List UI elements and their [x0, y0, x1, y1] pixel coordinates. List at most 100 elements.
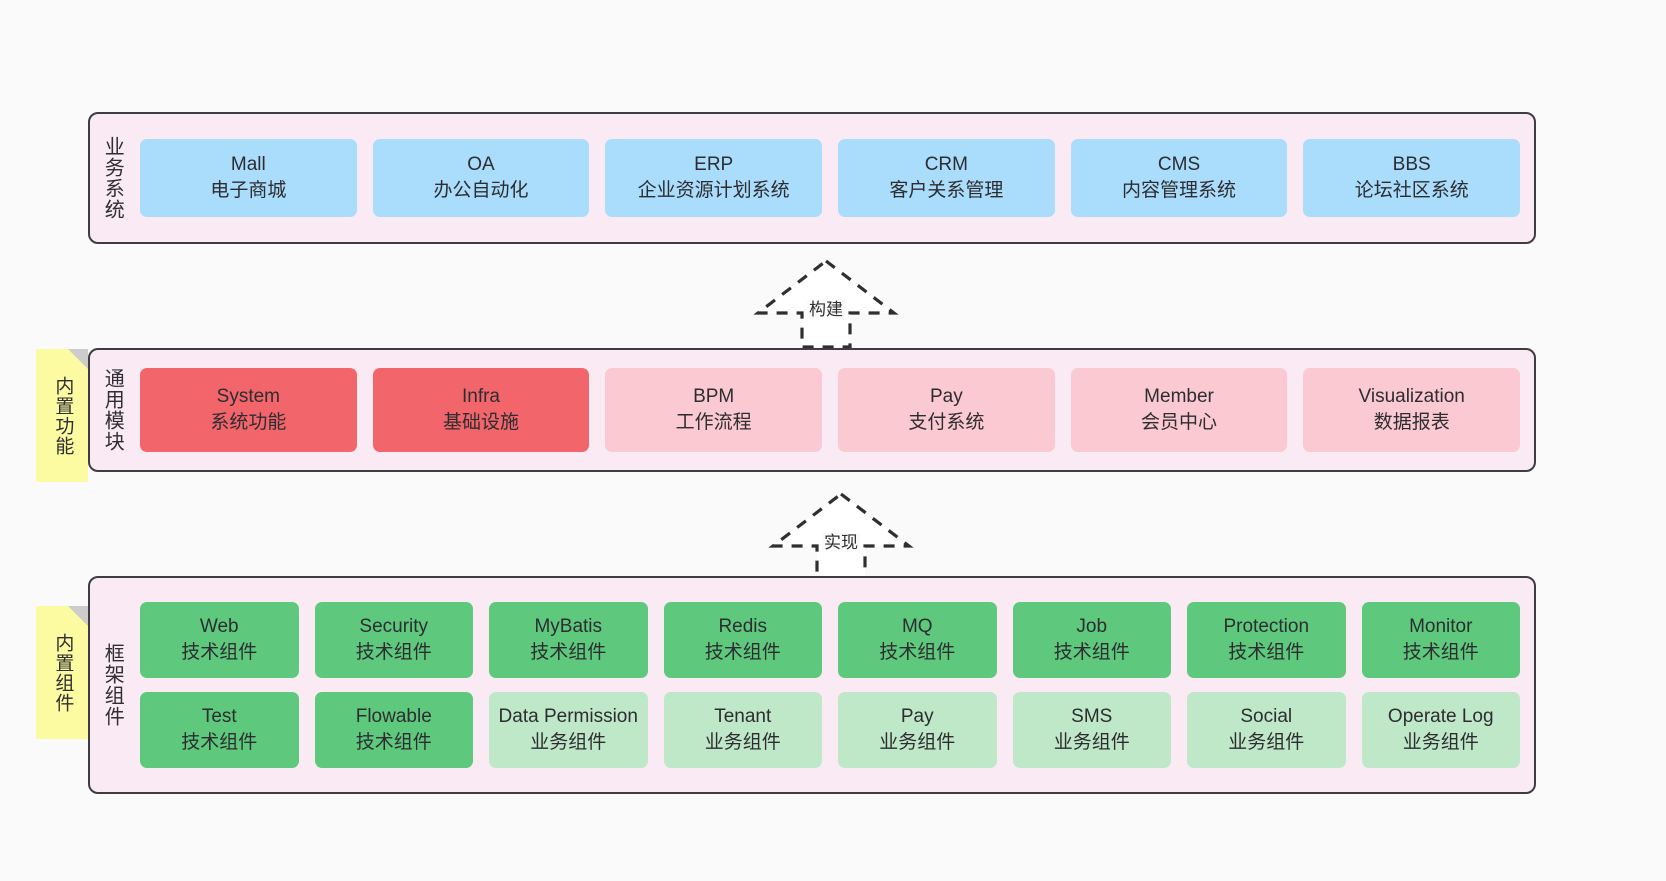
arrow-implement-label-wrap: 实现 — [761, 528, 921, 553]
card-flowable[interactable]: Flowable 技术组件 — [314, 692, 473, 768]
card-pay-module-sub: 支付系统 — [908, 412, 985, 433]
card-bbs[interactable]: BBS 论坛社区系统 — [1303, 139, 1521, 217]
sticky-note-builtin-features-label: 内置功能 — [52, 375, 74, 456]
card-protection-sub: 技术组件 — [1228, 642, 1305, 663]
card-mybatis-sub: 技术组件 — [530, 642, 607, 663]
arrow-build-label-wrap: 构建 — [746, 295, 906, 320]
card-system-sub: 系统功能 — [210, 412, 287, 433]
card-mq[interactable]: MQ 技术组件 — [838, 602, 997, 678]
card-tenant[interactable]: Tenant 业务组件 — [663, 692, 822, 768]
card-row-common-modules: System 系统功能 Infra 基础设施 BPM 工作流程 Pay 支付系统… — [140, 368, 1521, 452]
card-mybatis-name: MyBatis — [534, 616, 603, 638]
card-bpm-name: BPM — [693, 386, 735, 408]
card-crm-sub: 客户关系管理 — [889, 180, 1004, 201]
card-job-sub: 技术组件 — [1053, 642, 1130, 663]
card-social-name: Social — [1240, 706, 1293, 728]
card-redis-name: Redis — [718, 616, 768, 638]
card-pay-module-name: Pay — [929, 386, 963, 408]
card-operate-log-sub: 业务组件 — [1402, 732, 1479, 753]
card-pay-component[interactable]: Pay 业务组件 — [838, 692, 997, 768]
arrow-build: 构建 — [746, 255, 906, 351]
card-security-sub: 技术组件 — [355, 642, 432, 663]
layer-common-modules: 通用模块 System 系统功能 Infra 基础设施 BPM 工作流程 Pay — [88, 348, 1536, 472]
card-social[interactable]: Social 业务组件 — [1187, 692, 1346, 768]
card-mall-sub: 电子商城 — [210, 180, 287, 201]
card-pay-module[interactable]: Pay 支付系统 — [838, 368, 1055, 452]
card-row-business-systems: Mall 电子商城 OA 办公自动化 ERP 企业资源计划系统 CRM 客户关系… — [140, 139, 1521, 217]
layer-body-framework-components: Web 技术组件 Security 技术组件 MyBatis 技术组件 Redi… — [134, 578, 1534, 792]
card-sms-sub: 业务组件 — [1053, 732, 1130, 753]
card-erp-sub: 企业资源计划系统 — [637, 180, 790, 201]
card-cms-name: CMS — [1157, 154, 1201, 176]
card-mybatis[interactable]: MyBatis 技术组件 — [489, 602, 648, 678]
card-pay-component-name: Pay — [900, 706, 934, 728]
card-operate-log[interactable]: Operate Log 业务组件 — [1361, 692, 1520, 768]
card-infra-sub: 基础设施 — [443, 412, 520, 433]
card-sms[interactable]: SMS 业务组件 — [1012, 692, 1171, 768]
card-erp[interactable]: ERP 企业资源计划系统 — [605, 139, 823, 217]
card-data-permission-sub: 业务组件 — [530, 732, 607, 753]
arrow-build-label: 构建 — [807, 300, 845, 319]
card-protection-name: Protection — [1223, 616, 1310, 638]
card-protection[interactable]: Protection 技术组件 — [1187, 602, 1346, 678]
layer-framework-components: 框架组件 Web 技术组件 Security 技术组件 MyBatis 技术组件… — [88, 576, 1536, 794]
card-security-name: Security — [359, 616, 429, 638]
card-member-sub: 会员中心 — [1141, 412, 1218, 433]
arrow-implement-label: 实现 — [822, 533, 860, 552]
card-oa-sub: 办公自动化 — [433, 180, 529, 201]
card-system[interactable]: System 系统功能 — [140, 368, 357, 452]
card-pay-component-sub: 业务组件 — [879, 732, 956, 753]
arrow-implement: 实现 — [761, 488, 921, 584]
card-tenant-sub: 业务组件 — [704, 732, 781, 753]
card-oa[interactable]: OA 办公自动化 — [372, 139, 590, 217]
layer-title-framework-components: 框架组件 — [101, 643, 124, 727]
card-member-name: Member — [1144, 386, 1214, 408]
layer-title-business-systems: 业务系统 — [101, 136, 124, 220]
card-redis-sub: 技术组件 — [704, 642, 781, 663]
card-bbs-name: BBS — [1392, 154, 1431, 176]
sticky-note-builtin-features: 内置功能 — [36, 349, 88, 482]
card-mq-sub: 技术组件 — [879, 642, 956, 663]
card-visualization-sub: 数据报表 — [1373, 412, 1450, 433]
card-redis[interactable]: Redis 技术组件 — [663, 602, 822, 678]
card-infra[interactable]: Infra 基础设施 — [372, 368, 590, 452]
layer-body-business-systems: Mall 电子商城 OA 办公自动化 ERP 企业资源计划系统 CRM 客户关系… — [134, 114, 1534, 242]
card-web-name: Web — [199, 616, 239, 638]
card-row-tech-components: Web 技术组件 Security 技术组件 MyBatis 技术组件 Redi… — [140, 602, 1520, 678]
card-mq-name: MQ — [901, 616, 933, 638]
card-member[interactable]: Member 会员中心 — [1070, 368, 1288, 452]
card-visualization[interactable]: Visualization 数据报表 — [1303, 368, 1521, 452]
card-bbs-sub: 论坛社区系统 — [1354, 180, 1469, 201]
card-security[interactable]: Security 技术组件 — [314, 602, 473, 678]
sticky-note-builtin-components: 内置组件 — [36, 606, 88, 739]
card-oa-name: OA — [467, 154, 495, 176]
layer-title-common-modules: 通用模块 — [101, 368, 124, 452]
card-mall-name: Mall — [230, 154, 266, 176]
card-test-name: Test — [201, 706, 237, 728]
card-monitor[interactable]: Monitor 技术组件 — [1361, 602, 1520, 678]
layer-body-common-modules: System 系统功能 Infra 基础设施 BPM 工作流程 Pay 支付系统… — [134, 350, 1534, 470]
card-social-sub: 业务组件 — [1228, 732, 1305, 753]
card-crm[interactable]: CRM 客户关系管理 — [838, 139, 1055, 217]
card-mall[interactable]: Mall 电子商城 — [140, 139, 357, 217]
card-bpm[interactable]: BPM 工作流程 — [605, 368, 823, 452]
card-operate-log-name: Operate Log — [1387, 706, 1494, 728]
card-data-permission[interactable]: Data Permission 业务组件 — [489, 692, 648, 768]
card-web[interactable]: Web 技术组件 — [140, 602, 299, 678]
card-tenant-name: Tenant — [714, 706, 772, 728]
card-cms[interactable]: CMS 内容管理系统 — [1070, 139, 1288, 217]
card-visualization-name: Visualization — [1358, 386, 1465, 408]
card-job[interactable]: Job 技术组件 — [1012, 602, 1171, 678]
card-bpm-sub: 工作流程 — [675, 412, 752, 433]
card-monitor-sub: 技术组件 — [1402, 642, 1479, 663]
sticky-fold-corner-icon-2 — [68, 606, 88, 626]
card-crm-name: CRM — [924, 154, 968, 176]
card-data-permission-name: Data Permission — [498, 706, 638, 728]
card-test-sub: 技术组件 — [181, 732, 258, 753]
sticky-fold-corner-icon — [68, 349, 88, 369]
card-infra-name: Infra — [461, 386, 501, 408]
card-flowable-name: Flowable — [355, 706, 432, 728]
card-test[interactable]: Test 技术组件 — [140, 692, 299, 768]
card-system-name: System — [216, 386, 281, 408]
